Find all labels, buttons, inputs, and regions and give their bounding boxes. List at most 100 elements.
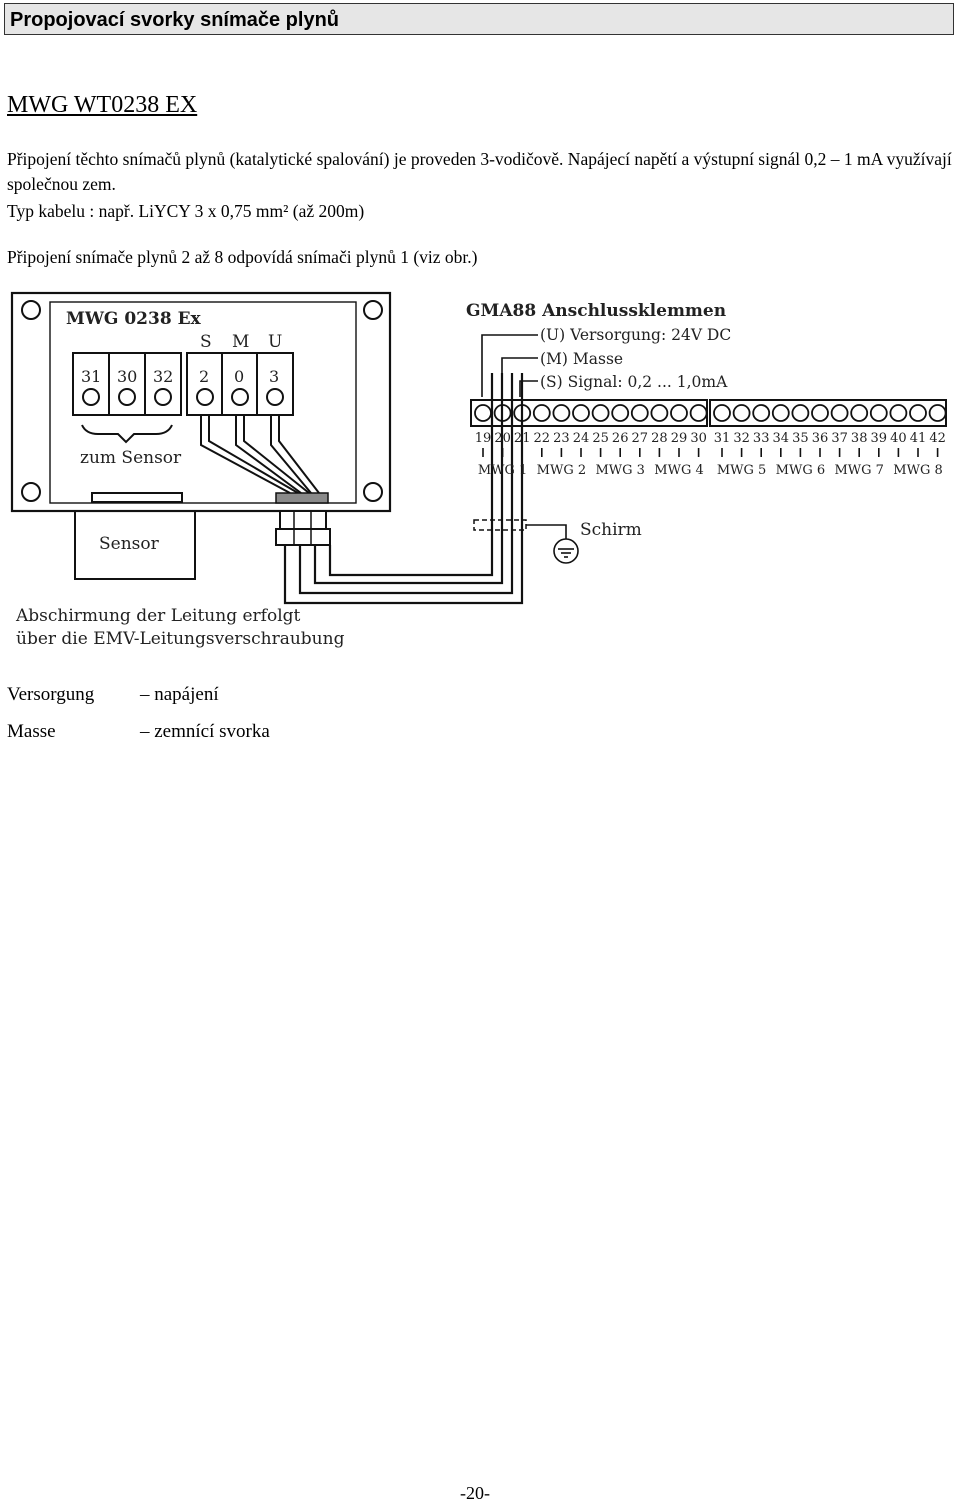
gma-terminal-number: 37 xyxy=(831,431,848,446)
gma-terminal-screw xyxy=(650,404,669,422)
cable-gland-nut xyxy=(275,528,331,546)
gma-terminal-screw xyxy=(732,404,751,422)
terminal-label: 32 xyxy=(153,367,173,386)
gma-terminal-screw xyxy=(909,404,927,422)
terminal-screw xyxy=(154,388,172,406)
gma-mwg-label: MWG 5 xyxy=(717,463,766,478)
gma-terminal-number: 29 xyxy=(671,431,688,446)
gma-terminal-number: 42 xyxy=(929,431,946,446)
gma-terminal-screw xyxy=(771,404,790,422)
gma-terminal-screw xyxy=(513,404,532,422)
gma-terminal-number: 31 xyxy=(714,431,731,446)
mounting-hole xyxy=(363,300,383,320)
gma-terminal-screw xyxy=(552,404,571,422)
gma-mwg-label: MWG 3 xyxy=(595,463,644,478)
gma-terminal-screw xyxy=(752,404,771,422)
gma-terminal-screws xyxy=(474,404,947,422)
cable-wire xyxy=(298,373,514,595)
smu-label: S xyxy=(200,332,212,352)
gma-terminal-number: 34 xyxy=(773,431,790,446)
gma-terminal-screw xyxy=(689,404,708,422)
gma-terminal-screw xyxy=(474,404,492,422)
cable-wire xyxy=(283,373,524,605)
shield-connection xyxy=(526,524,567,539)
gma-terminal-ticks xyxy=(482,448,939,457)
gma-line-s: (S) Signal: 0,2 ... 1,0mA xyxy=(540,373,728,391)
gma-terminal-screw xyxy=(889,404,908,422)
page-number: -20- xyxy=(460,1483,490,1503)
gma-terminal-number: 40 xyxy=(890,431,907,446)
gma-terminal-screw xyxy=(830,404,849,422)
terminal-label: 30 xyxy=(117,367,137,386)
terminal-screw xyxy=(231,388,249,406)
gma-terminal-number: 24 xyxy=(573,431,590,446)
sensor-body xyxy=(74,510,196,580)
gma-terminal-number: 41 xyxy=(910,431,927,446)
wiring-diagram: MWG 0238 Ex S M U 31 30 32 2 0 3 zum Sen… xyxy=(10,291,947,649)
cable-gland-cap xyxy=(275,492,329,504)
schirm-label: Schirm xyxy=(580,520,642,540)
mounting-hole xyxy=(21,300,41,320)
gma-terminal-number: 30 xyxy=(690,431,707,446)
leader-s xyxy=(519,380,538,397)
terminal-block-right xyxy=(186,352,294,416)
legend-term: Masse xyxy=(7,721,56,742)
leader-u xyxy=(481,334,538,397)
cable-type: Typ kabelu : např. LiYCY 3 x 0,75 mm² (a… xyxy=(7,201,365,221)
gma-line-m: (M) Masse xyxy=(540,350,623,368)
gma-terminal-screw xyxy=(850,404,869,422)
gma-terminal-number: 27 xyxy=(632,431,649,446)
gma-terminal-screw xyxy=(670,404,688,422)
gma-mwg-label: MWG 8 xyxy=(893,463,942,478)
terminal-screw xyxy=(82,388,100,406)
mounting-hole xyxy=(21,482,41,502)
gma-terminal-screw xyxy=(591,404,610,422)
gma-mwg-label: MWG 1 xyxy=(478,463,527,478)
gma-terminal-number: 21 xyxy=(514,431,531,446)
mwg-box-title: MWG 0238 Ex xyxy=(66,309,202,329)
gma-terminal-number: 39 xyxy=(871,431,888,446)
connection-description: Připojení těchto snímačů plynů (katalyti… xyxy=(7,149,952,194)
gma-terminal-number: 23 xyxy=(553,431,570,446)
gma-terminal-number: 36 xyxy=(812,431,829,446)
gma-terminal-number: 25 xyxy=(592,431,609,446)
terminal-screw xyxy=(118,388,136,406)
gma-terminal-number: 35 xyxy=(792,431,809,446)
cable-wire xyxy=(328,373,494,577)
sensor-label: Sensor xyxy=(99,534,160,554)
zum-sensor-label: zum Sensor xyxy=(80,448,182,468)
shield-marker xyxy=(473,519,527,531)
gma-terminal-screw xyxy=(532,404,551,422)
gma88-title: GMA88 Anschlussklemmen xyxy=(466,301,726,321)
gma-line-u: (U) Versorgung: 24V DC xyxy=(540,326,731,344)
section-header: Propojovací svorky snímače plynů xyxy=(4,3,954,35)
smu-label: U xyxy=(268,332,282,352)
gma-terminal-screw xyxy=(869,404,888,422)
sensor-brace xyxy=(81,424,173,444)
model-title: MWG WT0238 EX xyxy=(7,92,198,118)
legend-desc: – napájení xyxy=(140,684,219,705)
gma-terminal-screw xyxy=(713,404,731,422)
gma-terminal-screw xyxy=(791,404,810,422)
gma-terminal-number: 33 xyxy=(753,431,770,446)
gma-mwg-label: MWG 4 xyxy=(654,463,703,478)
gma-terminal-screw xyxy=(630,404,649,422)
abschirmung-line-1: Abschirmung der Leitung erfolgt xyxy=(15,606,301,626)
ground-icon xyxy=(553,538,579,564)
legend-desc: – zemnící svorka xyxy=(140,721,270,742)
smu-label: M xyxy=(232,332,249,352)
gma-mwg-label: MWG 6 xyxy=(776,463,825,478)
abschirmung-line-2: über die EMV-Leitungsverschraubung xyxy=(16,629,345,649)
sensor-bracket xyxy=(91,492,183,503)
gma-mwg-label: MWG 7 xyxy=(834,463,883,478)
terminal-label: 2 xyxy=(199,367,209,386)
gma-terminal-number: 22 xyxy=(534,431,551,446)
gma-terminal-screw xyxy=(493,404,512,422)
leader-m xyxy=(501,357,538,397)
gma-terminal-number: 20 xyxy=(494,431,511,446)
mwg-box-outer xyxy=(10,291,392,513)
terminal-label: 0 xyxy=(234,367,244,386)
mwg-box-inner xyxy=(49,301,357,504)
